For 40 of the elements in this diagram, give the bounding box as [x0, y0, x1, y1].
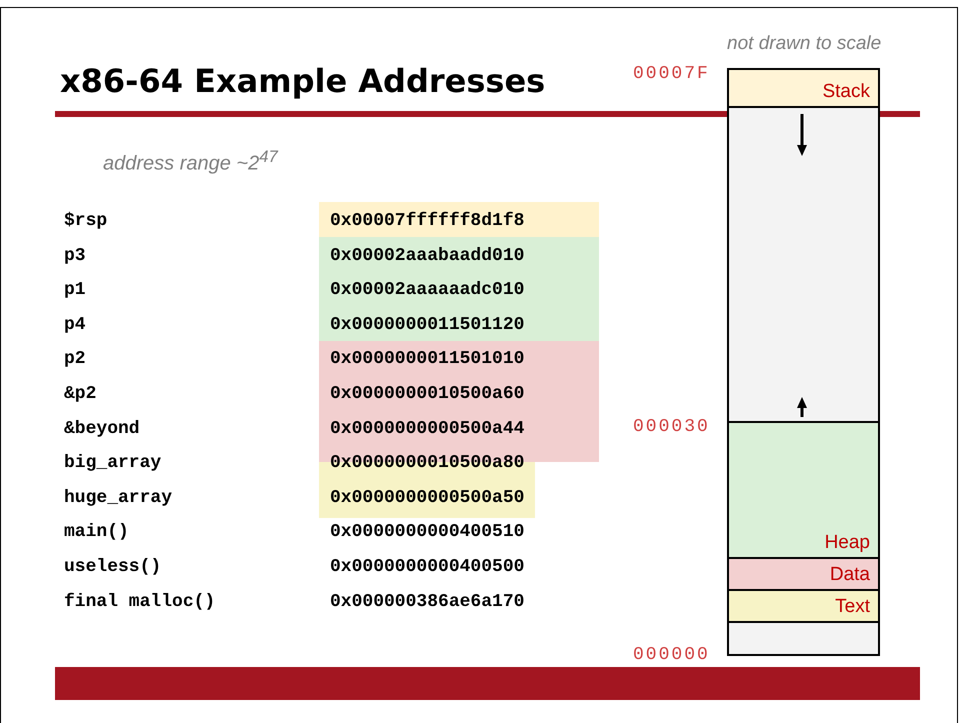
address-value: 0x0000000011501120 — [330, 314, 524, 336]
address-value: 0x0000000011501010 — [330, 348, 524, 370]
address-value: 0x00002aaabaadd010 — [330, 244, 524, 267]
segment-label: Heap — [824, 532, 870, 554]
address-label: 000030 — [633, 417, 710, 437]
address-label: 000000 — [633, 645, 710, 665]
not-drawn-to-scale-note: not drawn to scale — [727, 33, 882, 55]
address-value: 0x0000000000400500 — [330, 556, 524, 578]
variable-name: big_array — [64, 452, 162, 474]
variable-name: main() — [64, 521, 129, 544]
stack-segment — [727, 68, 880, 108]
segment-label: Stack — [822, 81, 870, 103]
address-value: 0x0000000010500a60 — [330, 383, 524, 405]
text-segment — [727, 589, 880, 623]
variable-name: useless() — [64, 556, 162, 578]
segment-label: Data — [830, 564, 870, 586]
unused-region — [727, 621, 880, 656]
unused-region — [727, 106, 880, 423]
variable-name: final malloc() — [64, 590, 216, 613]
segment-label: Text — [835, 596, 870, 618]
variable-name: p4 — [64, 314, 86, 336]
address-label: 00007F — [633, 64, 710, 84]
address-value: 0x000000386ae6a170 — [330, 590, 524, 613]
heap-segment — [727, 421, 880, 559]
variable-name: &p2 — [64, 383, 96, 405]
data-segment — [727, 557, 880, 591]
address-value: 0x0000000000500a44 — [330, 418, 524, 440]
variable-name: p2 — [64, 348, 86, 370]
variable-name: &beyond — [64, 418, 140, 440]
slide-title: x86-64 Example Addresses — [60, 62, 546, 100]
address-value: 0x00007ffffff8d1f8 — [330, 210, 524, 232]
variable-name: p1 — [64, 279, 86, 302]
address-value: 0x0000000000400510 — [330, 521, 524, 544]
address-value: 0x0000000010500a80 — [330, 452, 524, 474]
address-range-note: address range ~2$^{47}$ — [103, 147, 278, 176]
address-value: 0x0000000000500a50 — [330, 486, 524, 509]
variable-name: huge_array — [64, 486, 172, 509]
address-value: 0x00002aaaaaadc010 — [330, 279, 524, 302]
variable-name: p3 — [64, 244, 86, 267]
variable-name: $rsp — [64, 210, 108, 232]
